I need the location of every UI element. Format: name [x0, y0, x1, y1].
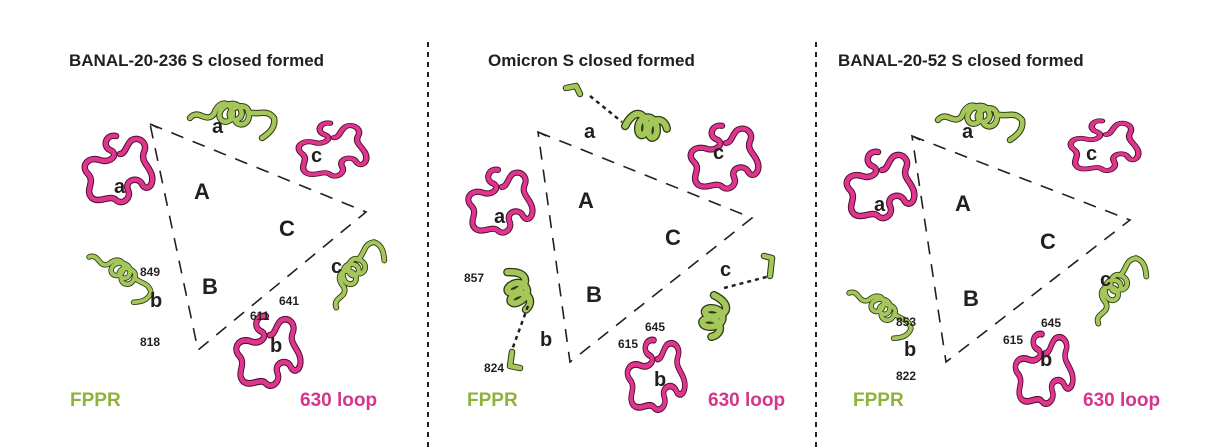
residue-number: 824: [484, 361, 504, 375]
fppr-ribbon-a: [190, 104, 274, 138]
loop-ribbon-b: [236, 316, 300, 386]
fppr-helix-a: [625, 114, 667, 138]
fppr-ribbon-a: [938, 106, 1022, 140]
domain-label-c-loop: c: [713, 142, 724, 164]
loop-ribbon-c: [1071, 121, 1139, 171]
triangle-label-c: C: [1040, 229, 1056, 254]
residue-number: 615: [618, 337, 638, 351]
domain-label-a-loop: a: [114, 176, 126, 198]
legend-fppr: FPPR: [70, 390, 121, 411]
triangle-tick: [537, 131, 547, 137]
fppr-helix-c: [702, 295, 726, 337]
triangle-tick: [911, 135, 921, 141]
fppr-helix-b: [497, 266, 538, 314]
triangle-label-b: B: [963, 286, 979, 311]
legend-fppr: FPPR: [467, 390, 518, 411]
triangle-tick: [149, 123, 159, 129]
residue-number: 611: [250, 309, 270, 323]
dashed-triangle: [537, 130, 754, 364]
panel-omicron: Omicron S closed formed A B C a a b b c …: [464, 51, 785, 411]
residue-number: 818: [140, 335, 160, 349]
domain-label-a-fppr: a: [962, 121, 974, 143]
residue-number: 822: [896, 369, 916, 383]
residue-number: 857: [464, 271, 484, 285]
disordered-link: [589, 95, 623, 123]
legend-630-loop: 630 loop: [300, 390, 377, 411]
dashed-triangle: [148, 122, 368, 352]
triangle-label-a: A: [955, 191, 971, 216]
fppr-ribbon-c: [1087, 251, 1152, 332]
domain-label-c-fppr: c: [1100, 269, 1111, 291]
residue-number: 853: [896, 315, 916, 329]
panel-banal-52: BANAL-20-52 S closed formed A B C a a b …: [838, 51, 1160, 411]
legend-630-loop: 630 loop: [1083, 390, 1160, 411]
dashed-triangle: [911, 134, 1132, 364]
loop-ribbon-c: [691, 126, 759, 189]
panel-banal-236: BANAL-20-236 S closed formed A B C a a b…: [69, 51, 390, 411]
domain-label-a-loop: a: [874, 194, 886, 216]
triangle-label-a: A: [194, 179, 210, 204]
residue-number: 641: [279, 294, 299, 308]
domain-label-c-loop: c: [311, 145, 322, 167]
domain-label-b-loop: b: [270, 335, 282, 357]
domain-label-b-loop: b: [1040, 349, 1052, 371]
domain-label-a-fppr: a: [584, 121, 596, 143]
panel-title: BANAL-20-52 S closed formed: [838, 51, 1084, 70]
residue-number: 615: [1003, 333, 1023, 347]
triangle-label-c: C: [279, 216, 295, 241]
domain-label-b-fppr: b: [904, 339, 916, 361]
domain-label-a-loop: a: [494, 206, 506, 228]
loop-ribbon-c: [299, 123, 367, 176]
panel-title: BANAL-20-236 S closed formed: [69, 51, 324, 70]
domain-label-b-fppr: b: [540, 329, 552, 351]
domain-label-b-loop: b: [654, 369, 666, 391]
triangle-label-b: B: [586, 282, 602, 307]
domain-label-c-fppr: c: [331, 256, 342, 278]
legend-fppr: FPPR: [853, 390, 904, 411]
residue-number: 849: [140, 265, 160, 279]
legend-630-loop: 630 loop: [708, 390, 785, 411]
domain-label-b-fppr: b: [150, 290, 162, 312]
domain-label-c-loop: c: [1086, 143, 1097, 165]
domain-label-a-fppr: a: [212, 116, 224, 138]
triangle-label-a: A: [578, 188, 594, 213]
panel-title: Omicron S closed formed: [488, 51, 695, 70]
fppr-ribbon-b: [841, 282, 918, 343]
triangle-label-b: B: [202, 274, 218, 299]
residue-number: 645: [1041, 316, 1061, 330]
triangle-label-c: C: [665, 225, 681, 250]
domain-label-c-fppr: c: [720, 259, 731, 281]
residue-number: 645: [645, 320, 665, 334]
